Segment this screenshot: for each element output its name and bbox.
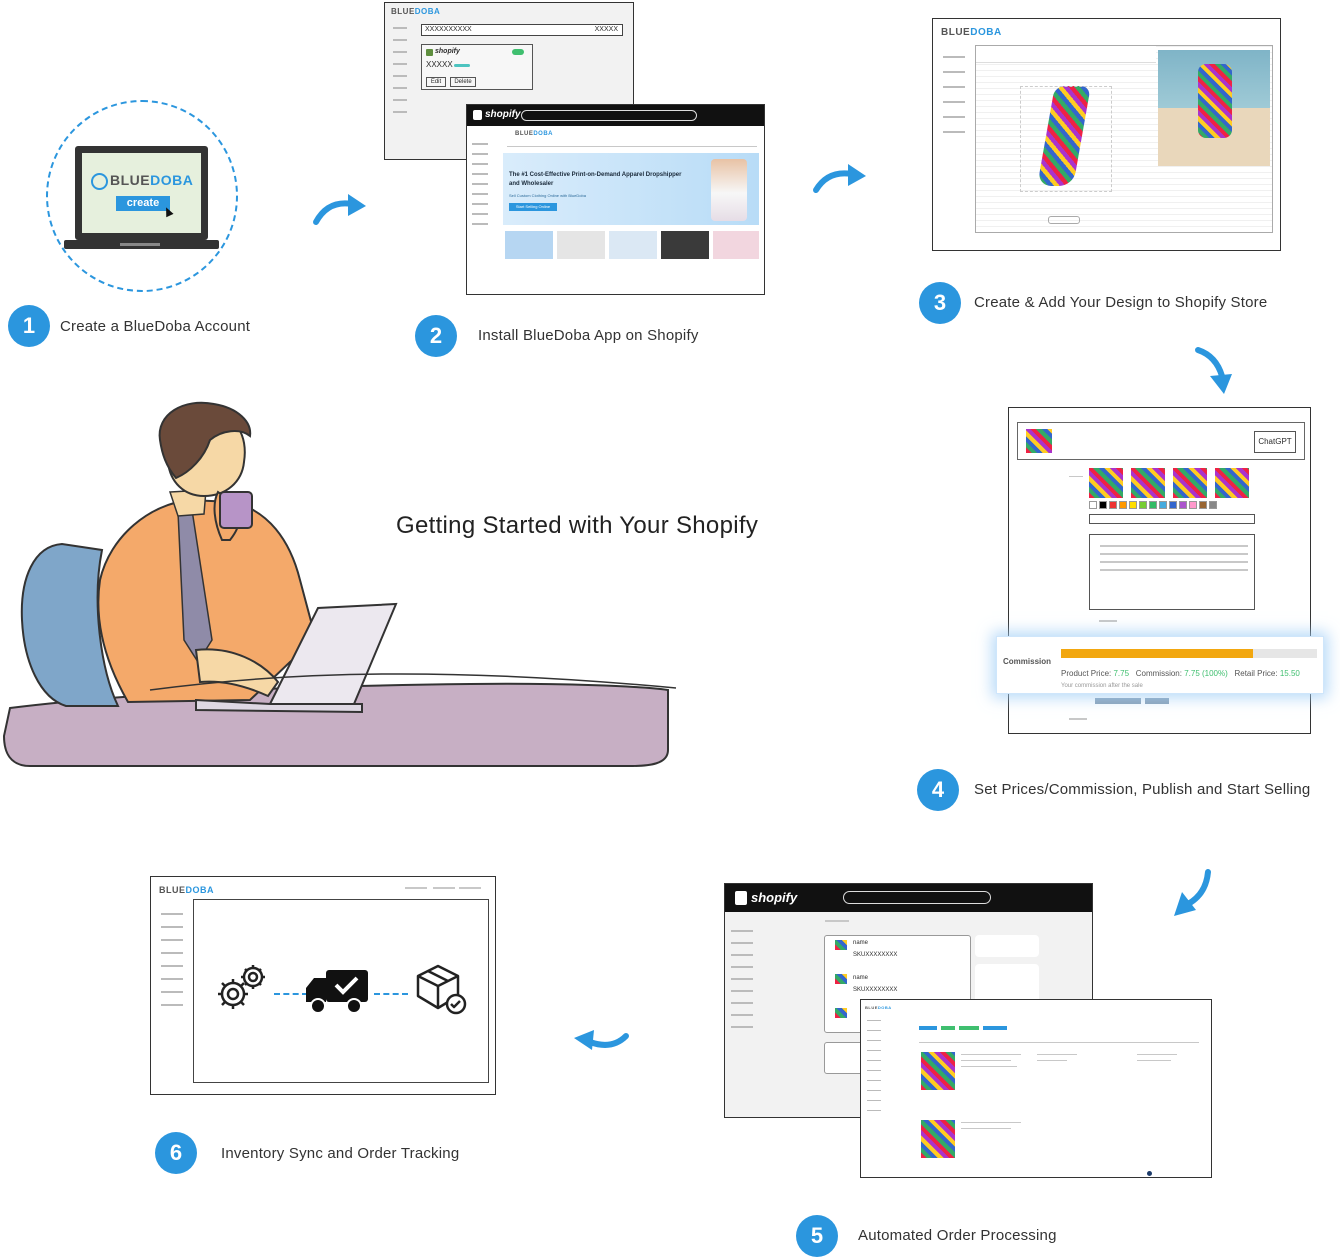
commission-slider[interactable] xyxy=(1061,649,1317,658)
step1-label: Create a BlueDoba Account xyxy=(60,318,251,335)
design-editor xyxy=(975,45,1273,233)
store-logo: BLUEDOBA xyxy=(515,131,554,137)
package-check-icon xyxy=(416,964,467,1015)
product-thumb-5[interactable] xyxy=(713,231,759,259)
order-item-thumb-1 xyxy=(835,940,847,950)
person-at-laptop-illustration xyxy=(2,401,677,767)
model-swimsuit xyxy=(1198,64,1232,138)
filter-chip-3[interactable] xyxy=(959,1026,979,1030)
arrow-1-to-2 xyxy=(313,194,366,225)
step2-card: shopify XXXXX Edit Delete xyxy=(421,44,533,90)
description-field[interactable] xyxy=(1089,534,1255,610)
order-image-2 xyxy=(921,1120,955,1158)
shopify-bag-icon xyxy=(735,891,747,905)
laptop-notch xyxy=(120,243,160,246)
product-thumb-3[interactable] xyxy=(609,231,657,259)
order-image-1 xyxy=(921,1052,955,1090)
step1-illustration xyxy=(46,100,238,292)
product-thumbnail xyxy=(1026,429,1052,453)
side-card-2 xyxy=(975,964,1039,1004)
step6-label: Inventory Sync and Order Tracking xyxy=(221,1145,460,1162)
step5-badge: 5 xyxy=(796,1215,838,1257)
arrow-3-to-4 xyxy=(1195,347,1232,394)
step2-badge: 2 xyxy=(415,315,457,357)
variant-image-2[interactable] xyxy=(1131,468,1165,498)
commission-label: Commission xyxy=(1003,657,1052,666)
hero-banner: The #1 Cost-Effective Print-on-Demand Ap… xyxy=(503,153,759,225)
step2-label: Install BlueDoba App on Shopify xyxy=(478,327,699,344)
page-title: Getting Started with Your Shopify xyxy=(396,512,759,539)
order-item-thumb-3 xyxy=(835,1008,847,1018)
progress-pill xyxy=(454,64,470,67)
step1-badge: 1 xyxy=(8,305,50,347)
filter-chip-4[interactable] xyxy=(983,1026,1007,1030)
shopify-topbar: shopify xyxy=(467,105,764,126)
price-readout: Product Price: 7.75 Commission: 7.75 (10… xyxy=(1061,669,1300,678)
shopify-search[interactable] xyxy=(521,110,697,121)
chatgpt-button[interactable]: ChatGPT xyxy=(1254,431,1296,453)
step3-window: BLUEDOBA xyxy=(932,18,1281,251)
publish-button[interactable] xyxy=(1095,698,1141,704)
design-canvas xyxy=(1020,86,1112,192)
arrow-2-to-3 xyxy=(813,164,866,193)
step5-search[interactable] xyxy=(843,891,991,904)
step2-logo: BLUEDOBA xyxy=(391,7,441,16)
editor-save-button[interactable] xyxy=(1048,216,1080,224)
step1-logo: BLUEDOBA xyxy=(110,172,194,188)
variant-image-4[interactable] xyxy=(1215,468,1249,498)
pagination-dot[interactable] xyxy=(1147,1171,1152,1176)
filter-chip-2[interactable] xyxy=(941,1026,955,1030)
filter-chip-1[interactable] xyxy=(919,1026,937,1030)
arrow-5-to-6 xyxy=(574,1030,629,1050)
arrow-4-to-5 xyxy=(1174,869,1211,916)
step6-window: BLUEDOBA xyxy=(150,876,496,1095)
toggle-switch[interactable] xyxy=(512,49,524,55)
step5-label: Automated Order Processing xyxy=(858,1227,1057,1244)
edit-button[interactable]: Edit xyxy=(426,77,446,87)
title-field[interactable] xyxy=(1089,514,1255,524)
step5-front-window: BLUEDOBA xyxy=(860,999,1212,1178)
connector-dash-1 xyxy=(274,993,308,995)
step3-label: Create & Add Your Design to Shopify Stor… xyxy=(974,294,1268,311)
step6-logo: BLUEDOBA xyxy=(159,885,214,895)
laptop-display xyxy=(82,153,201,233)
step5-logo: BLUEDOBA xyxy=(865,1005,892,1010)
step3-logo: BLUEDOBA xyxy=(941,27,1002,38)
shopify-bag-icon xyxy=(473,110,482,120)
delete-button[interactable]: Delete xyxy=(450,77,476,87)
commission-fill xyxy=(1061,649,1253,658)
hero-button[interactable]: Start Selling Online xyxy=(509,203,557,211)
tracking-panel xyxy=(193,899,489,1083)
step2-field[interactable]: XXXXXXXXXX XXXXX xyxy=(421,24,623,36)
product-thumb-1[interactable] xyxy=(505,231,553,259)
step4-badge: 4 xyxy=(917,769,959,811)
editor-toolbar xyxy=(976,46,1156,63)
user-icon xyxy=(91,173,108,190)
connector-dash-2 xyxy=(374,993,408,995)
delivery-truck-icon xyxy=(306,970,368,1014)
side-card-1 xyxy=(975,935,1039,957)
variant-image-1[interactable] xyxy=(1089,468,1123,498)
step3-badge: 3 xyxy=(919,282,961,324)
gears-icon xyxy=(218,965,265,1009)
create-button[interactable]: create xyxy=(116,196,170,211)
product-thumb-2[interactable] xyxy=(557,231,605,259)
commission-panel: Commission Product Price: 7.75 Commissio… xyxy=(996,636,1324,694)
commission-note: Your commission after the sale xyxy=(1061,683,1143,689)
shopify-mini-icon xyxy=(426,49,433,56)
step4-label: Set Prices/Commission, Publish and Start… xyxy=(974,781,1311,798)
save-button[interactable] xyxy=(1145,698,1169,704)
step6-badge: 6 xyxy=(155,1132,197,1174)
step5-topbar: shopify xyxy=(725,884,1092,912)
model-photo[interactable] xyxy=(1158,50,1270,166)
order-item-thumb-2 xyxy=(835,974,847,984)
step2-front-window: shopify BLUEDOBA The #1 Cost-Effective P… xyxy=(466,104,765,295)
hero-model-image xyxy=(711,159,747,221)
product-header: ChatGPT xyxy=(1017,422,1305,460)
product-thumb-4[interactable] xyxy=(661,231,709,259)
variant-image-3[interactable] xyxy=(1173,468,1207,498)
